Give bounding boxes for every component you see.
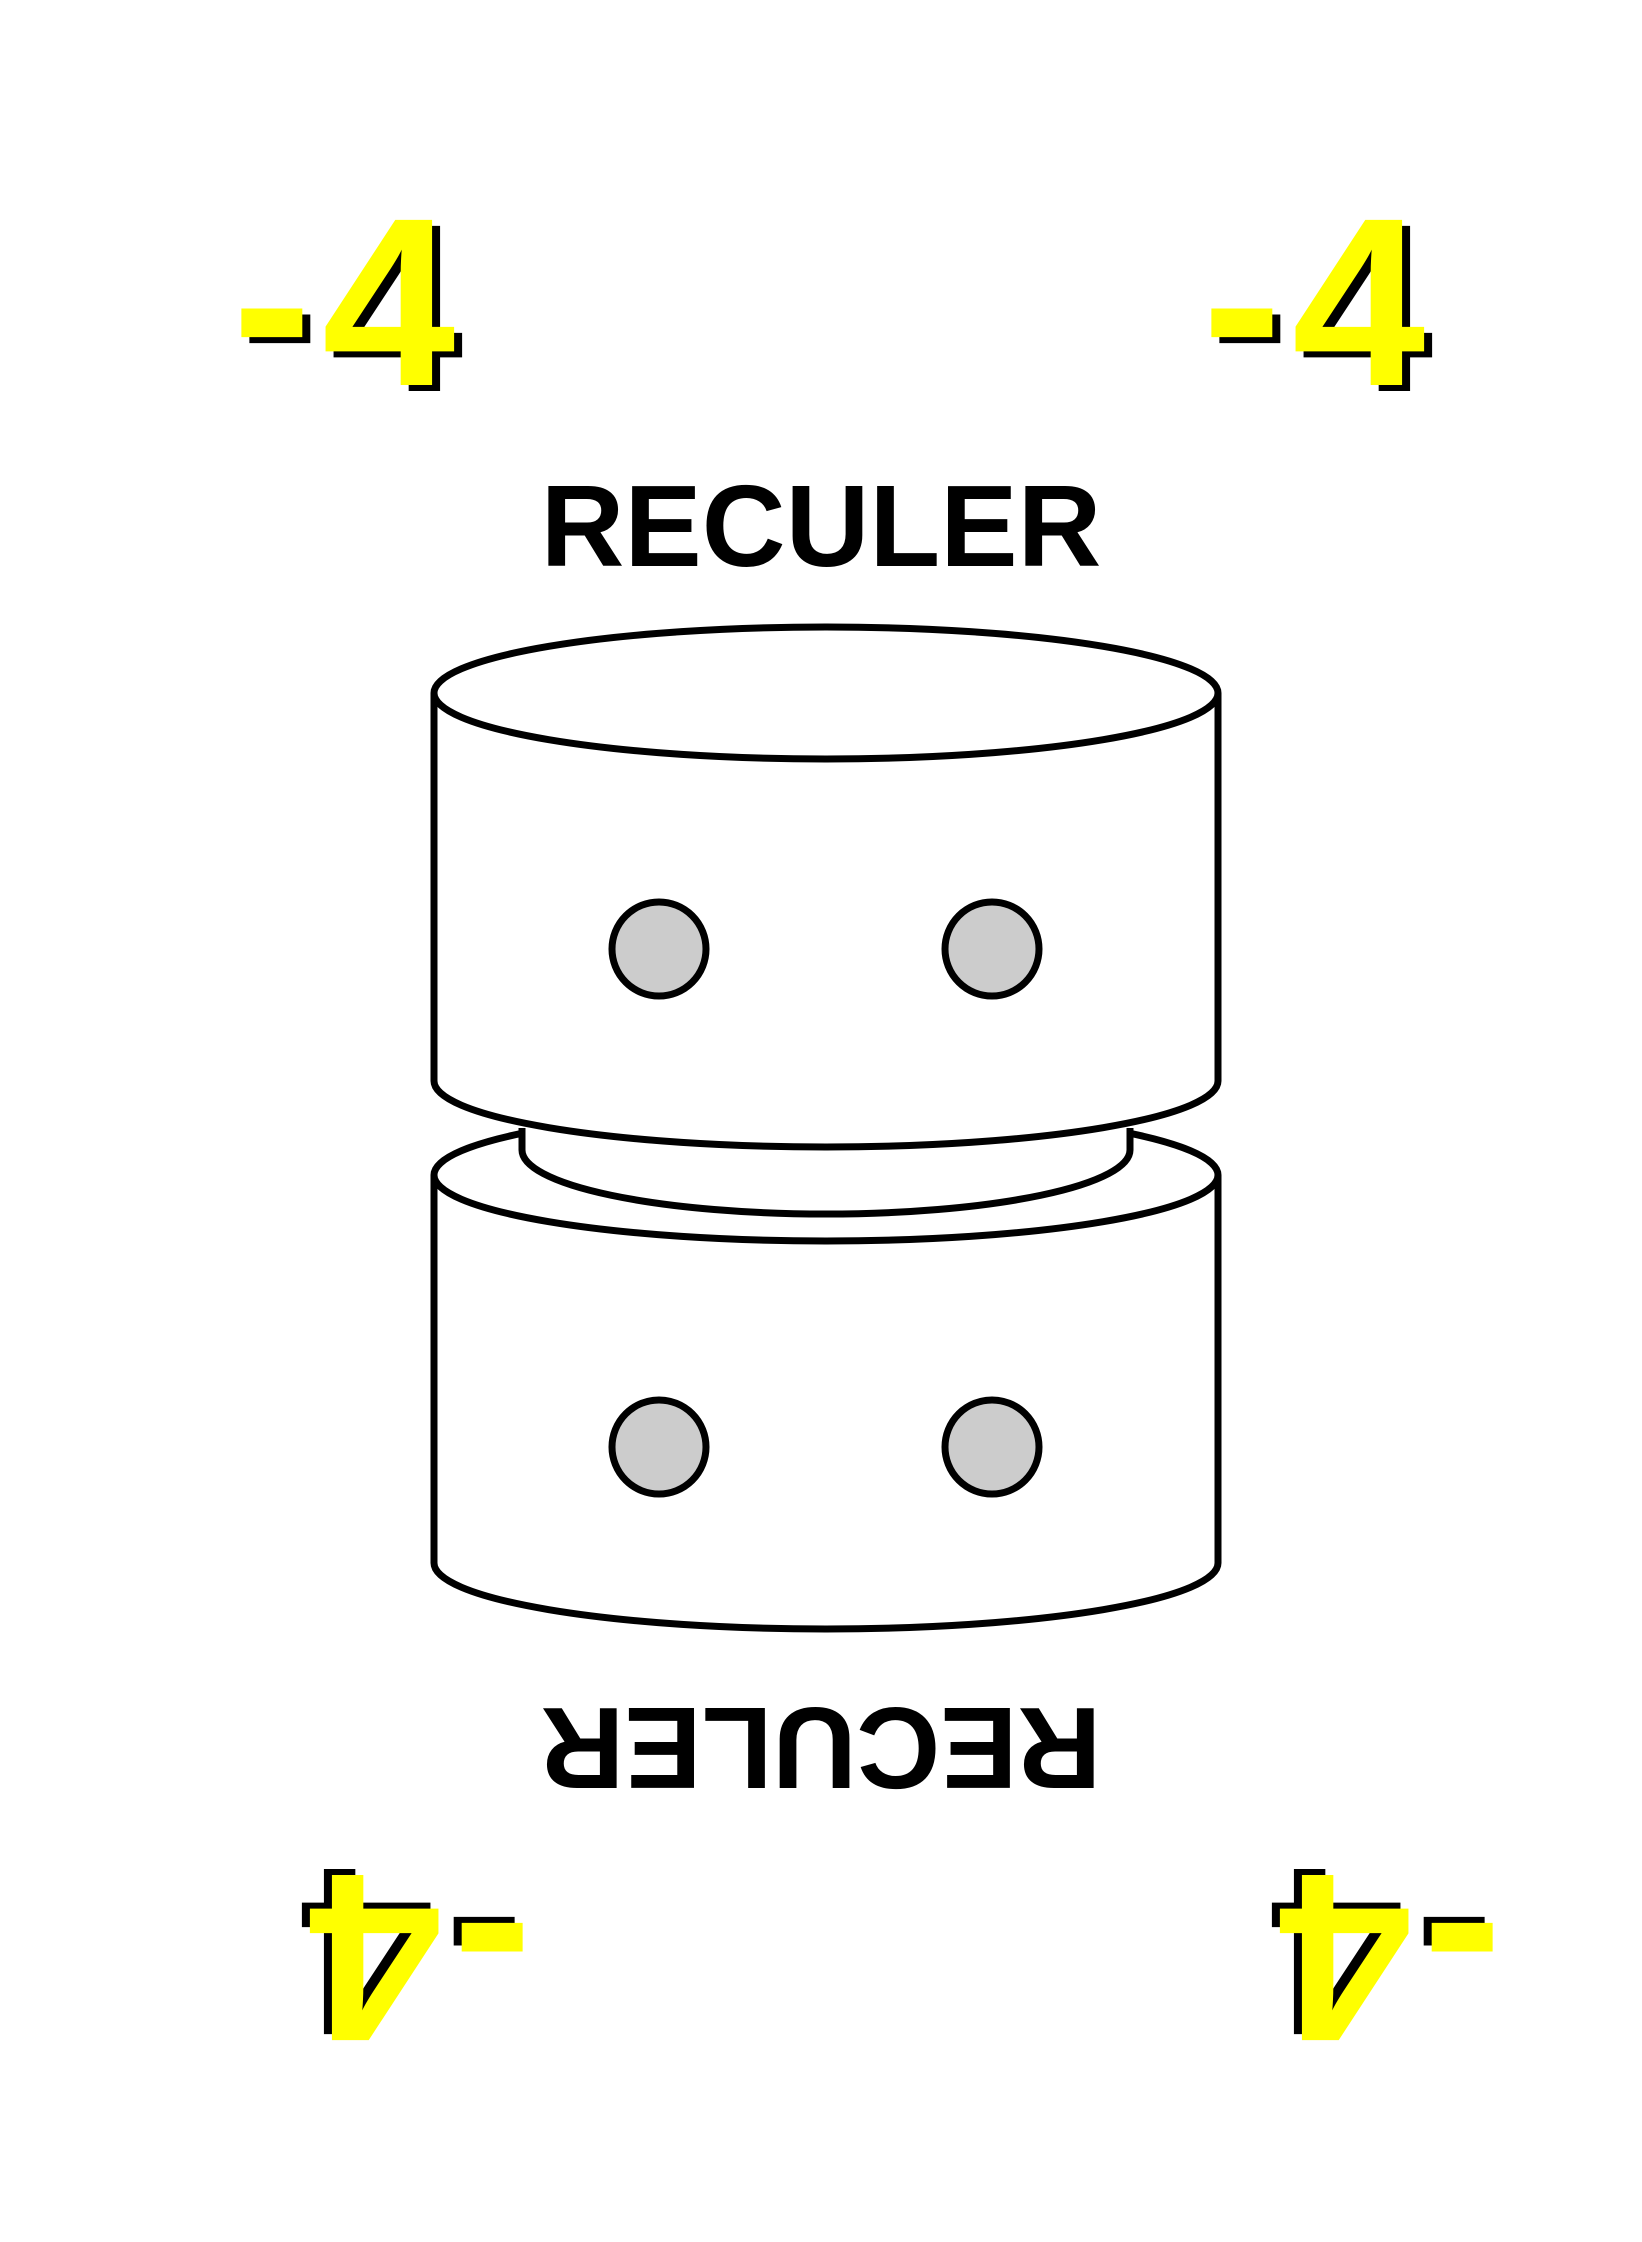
pip [941,898,1043,1000]
pip [941,1396,1043,1498]
card-value-top-right: -4 -4 [1202,168,1444,442]
upper-cylinder [430,623,1222,1151]
card-value-bottom-right: -4 -4 [1260,1818,1502,2092]
card-value-bottom-left: -4 -4 [290,1818,532,2092]
card-title: RECULER [540,461,1102,591]
lower-cylinder [430,1105,1222,1633]
card-title-inverted: RECULER [540,1683,1102,1813]
pip [608,898,710,1000]
pip [608,1396,710,1498]
card-value-top-left: -4 -4 [232,168,474,442]
